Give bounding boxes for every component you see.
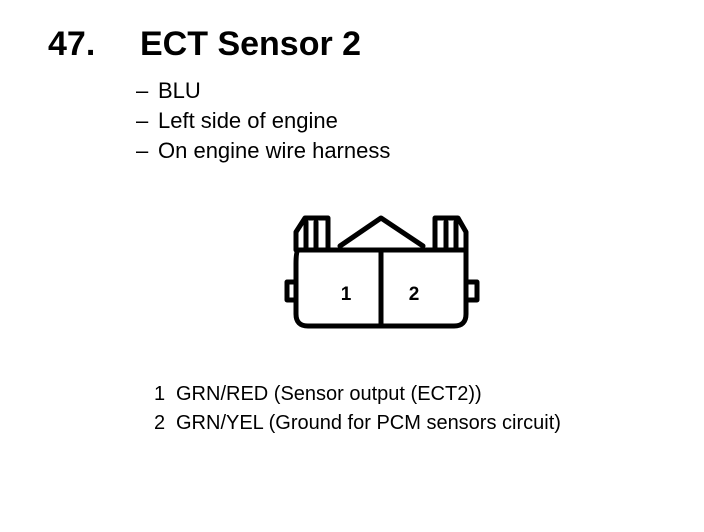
connector-shroud [432,215,469,253]
note-dash: – [136,108,149,133]
pin-number: 1 [154,383,166,405]
cavity-label: 2 [409,284,420,305]
pinout-item: 1 GRN/RED (Sensor output (ECT2)) [154,380,561,409]
pinout-item: 2 GRN/YEL (Ground for PCM sensors circuit… [154,409,561,438]
note-dash: – [136,138,149,163]
note-dash: – [136,78,149,103]
connector-notes: –BLU –Left side of engine –On engine wir… [136,76,390,166]
note-text: BLU [158,78,201,103]
connector-latch [337,215,426,249]
pinout-list: 1 GRN/RED (Sensor output (ECT2)) 2 GRN/YEL… [154,380,561,438]
connector-side-tab [463,279,480,303]
connector-shroud [293,215,331,253]
cavity-label: 1 [341,284,352,305]
pin-number: 2 [154,412,166,434]
note-item: –On engine wire harness [136,136,390,166]
connector-side-tab [284,279,299,303]
note-item: –Left side of engine [136,106,390,136]
pin-description: GRN/RED (Sensor output (ECT2)) [176,383,482,405]
note-text: Left side of engine [158,108,338,133]
page-title: ECT Sensor 2 [140,25,362,63]
pin-description: GRN/YEL (Ground for PCM sensors circuit) [176,412,561,434]
note-text: On engine wire harness [158,138,391,163]
note-item: –BLU [136,76,390,106]
section-number: 47. [48,25,96,63]
connector-body [293,247,469,329]
